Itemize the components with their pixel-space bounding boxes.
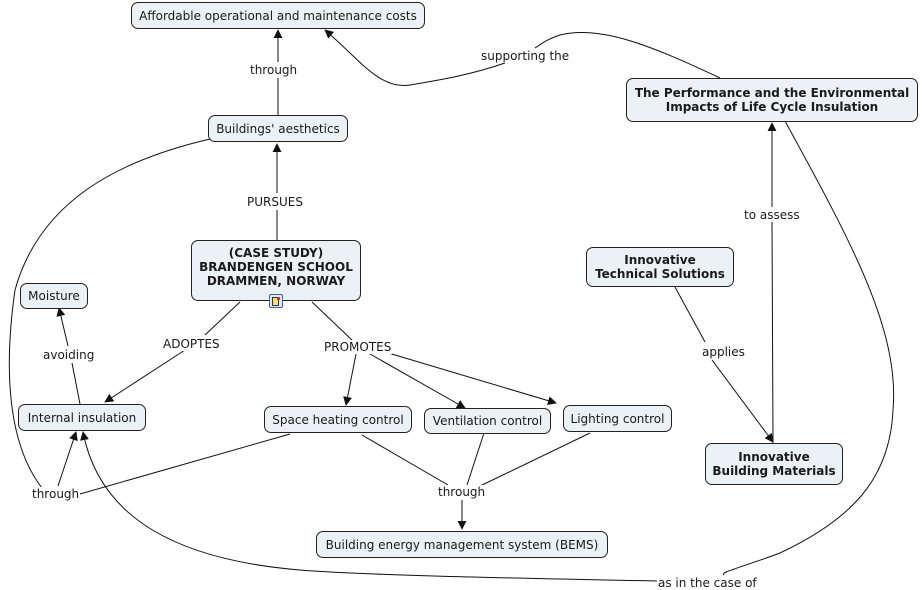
link-applies-materials — [711, 359, 774, 443]
concept-space-heating-control[interactable]: Space heating control — [264, 406, 412, 433]
link-avoiding-moisture — [56, 307, 69, 347]
link-performance-ascase — [723, 120, 895, 576]
link-spaceheating-through-mid — [361, 434, 449, 486]
link-label-through-mid[interactable]: through — [437, 485, 487, 499]
document-icon[interactable] — [269, 294, 283, 308]
link-ventilation-through-mid — [466, 432, 485, 486]
concept-case-study[interactable]: (CASE STUDY) BRANDENGEN SCHOOL DRAMMEN, … — [191, 240, 361, 301]
concept-performance-lci[interactable]: The Performance and the Environmental Im… — [626, 78, 918, 122]
link-case-promotes — [311, 301, 353, 341]
concept-innovative-materials[interactable]: Innovative Building Materials — [705, 443, 843, 485]
link-materials-toassess — [771, 221, 774, 444]
link-label-applies[interactable]: applies — [701, 345, 746, 359]
concept-innovative-technical[interactable]: Innovative Technical Solutions — [586, 247, 734, 287]
link-promotes-lighting — [384, 351, 557, 405]
link-label-through-left[interactable]: through — [31, 487, 81, 501]
link-adoptes-insulation — [104, 349, 186, 403]
link-aesthetics-through-left — [8, 138, 211, 489]
concept-moisture[interactable]: Moisture — [20, 283, 88, 309]
concept-internal-insulation[interactable]: Internal insulation — [18, 404, 146, 431]
link-label-promotes[interactable]: PROMOTES — [323, 340, 393, 354]
link-case-adoptes — [204, 301, 241, 336]
link-supporting-affordable — [324, 29, 506, 87]
link-label-supporting-the[interactable]: supporting the — [480, 49, 571, 63]
link-label-avoiding[interactable]: avoiding — [42, 348, 96, 362]
link-promotes-ventilation — [369, 353, 466, 409]
link-technical-applies — [674, 286, 706, 343]
link-lighting-through-mid — [477, 432, 591, 488]
concept-buildings-aesthetics[interactable]: Buildings' aesthetics — [208, 115, 348, 142]
concept-lighting-control[interactable]: Lighting control — [563, 405, 672, 432]
link-label-adoptes[interactable]: ADOPTES — [162, 337, 221, 351]
link-label-through-top[interactable]: through — [249, 63, 299, 77]
concept-affordable-costs[interactable]: Affordable operational and maintenance c… — [131, 2, 425, 29]
link-insulation-avoiding — [71, 362, 81, 405]
concept-ventilation-control[interactable]: Ventilation control — [424, 408, 551, 434]
link-ascase-insulation — [80, 431, 659, 582]
link-promotes-spaceheating — [343, 353, 357, 406]
link-label-as-in-the-case-of[interactable]: as in the case of — [657, 576, 758, 590]
link-performance-supporting — [534, 32, 721, 79]
link-label-pursues[interactable]: PURSUES — [246, 195, 304, 209]
concept-bems[interactable]: Building energy management system (BEMS) — [316, 531, 608, 558]
link-label-to-assess[interactable]: to assess — [743, 208, 801, 222]
link-spaceheating-through-left — [79, 433, 291, 495]
link-through-left-insulation — [57, 431, 78, 487]
